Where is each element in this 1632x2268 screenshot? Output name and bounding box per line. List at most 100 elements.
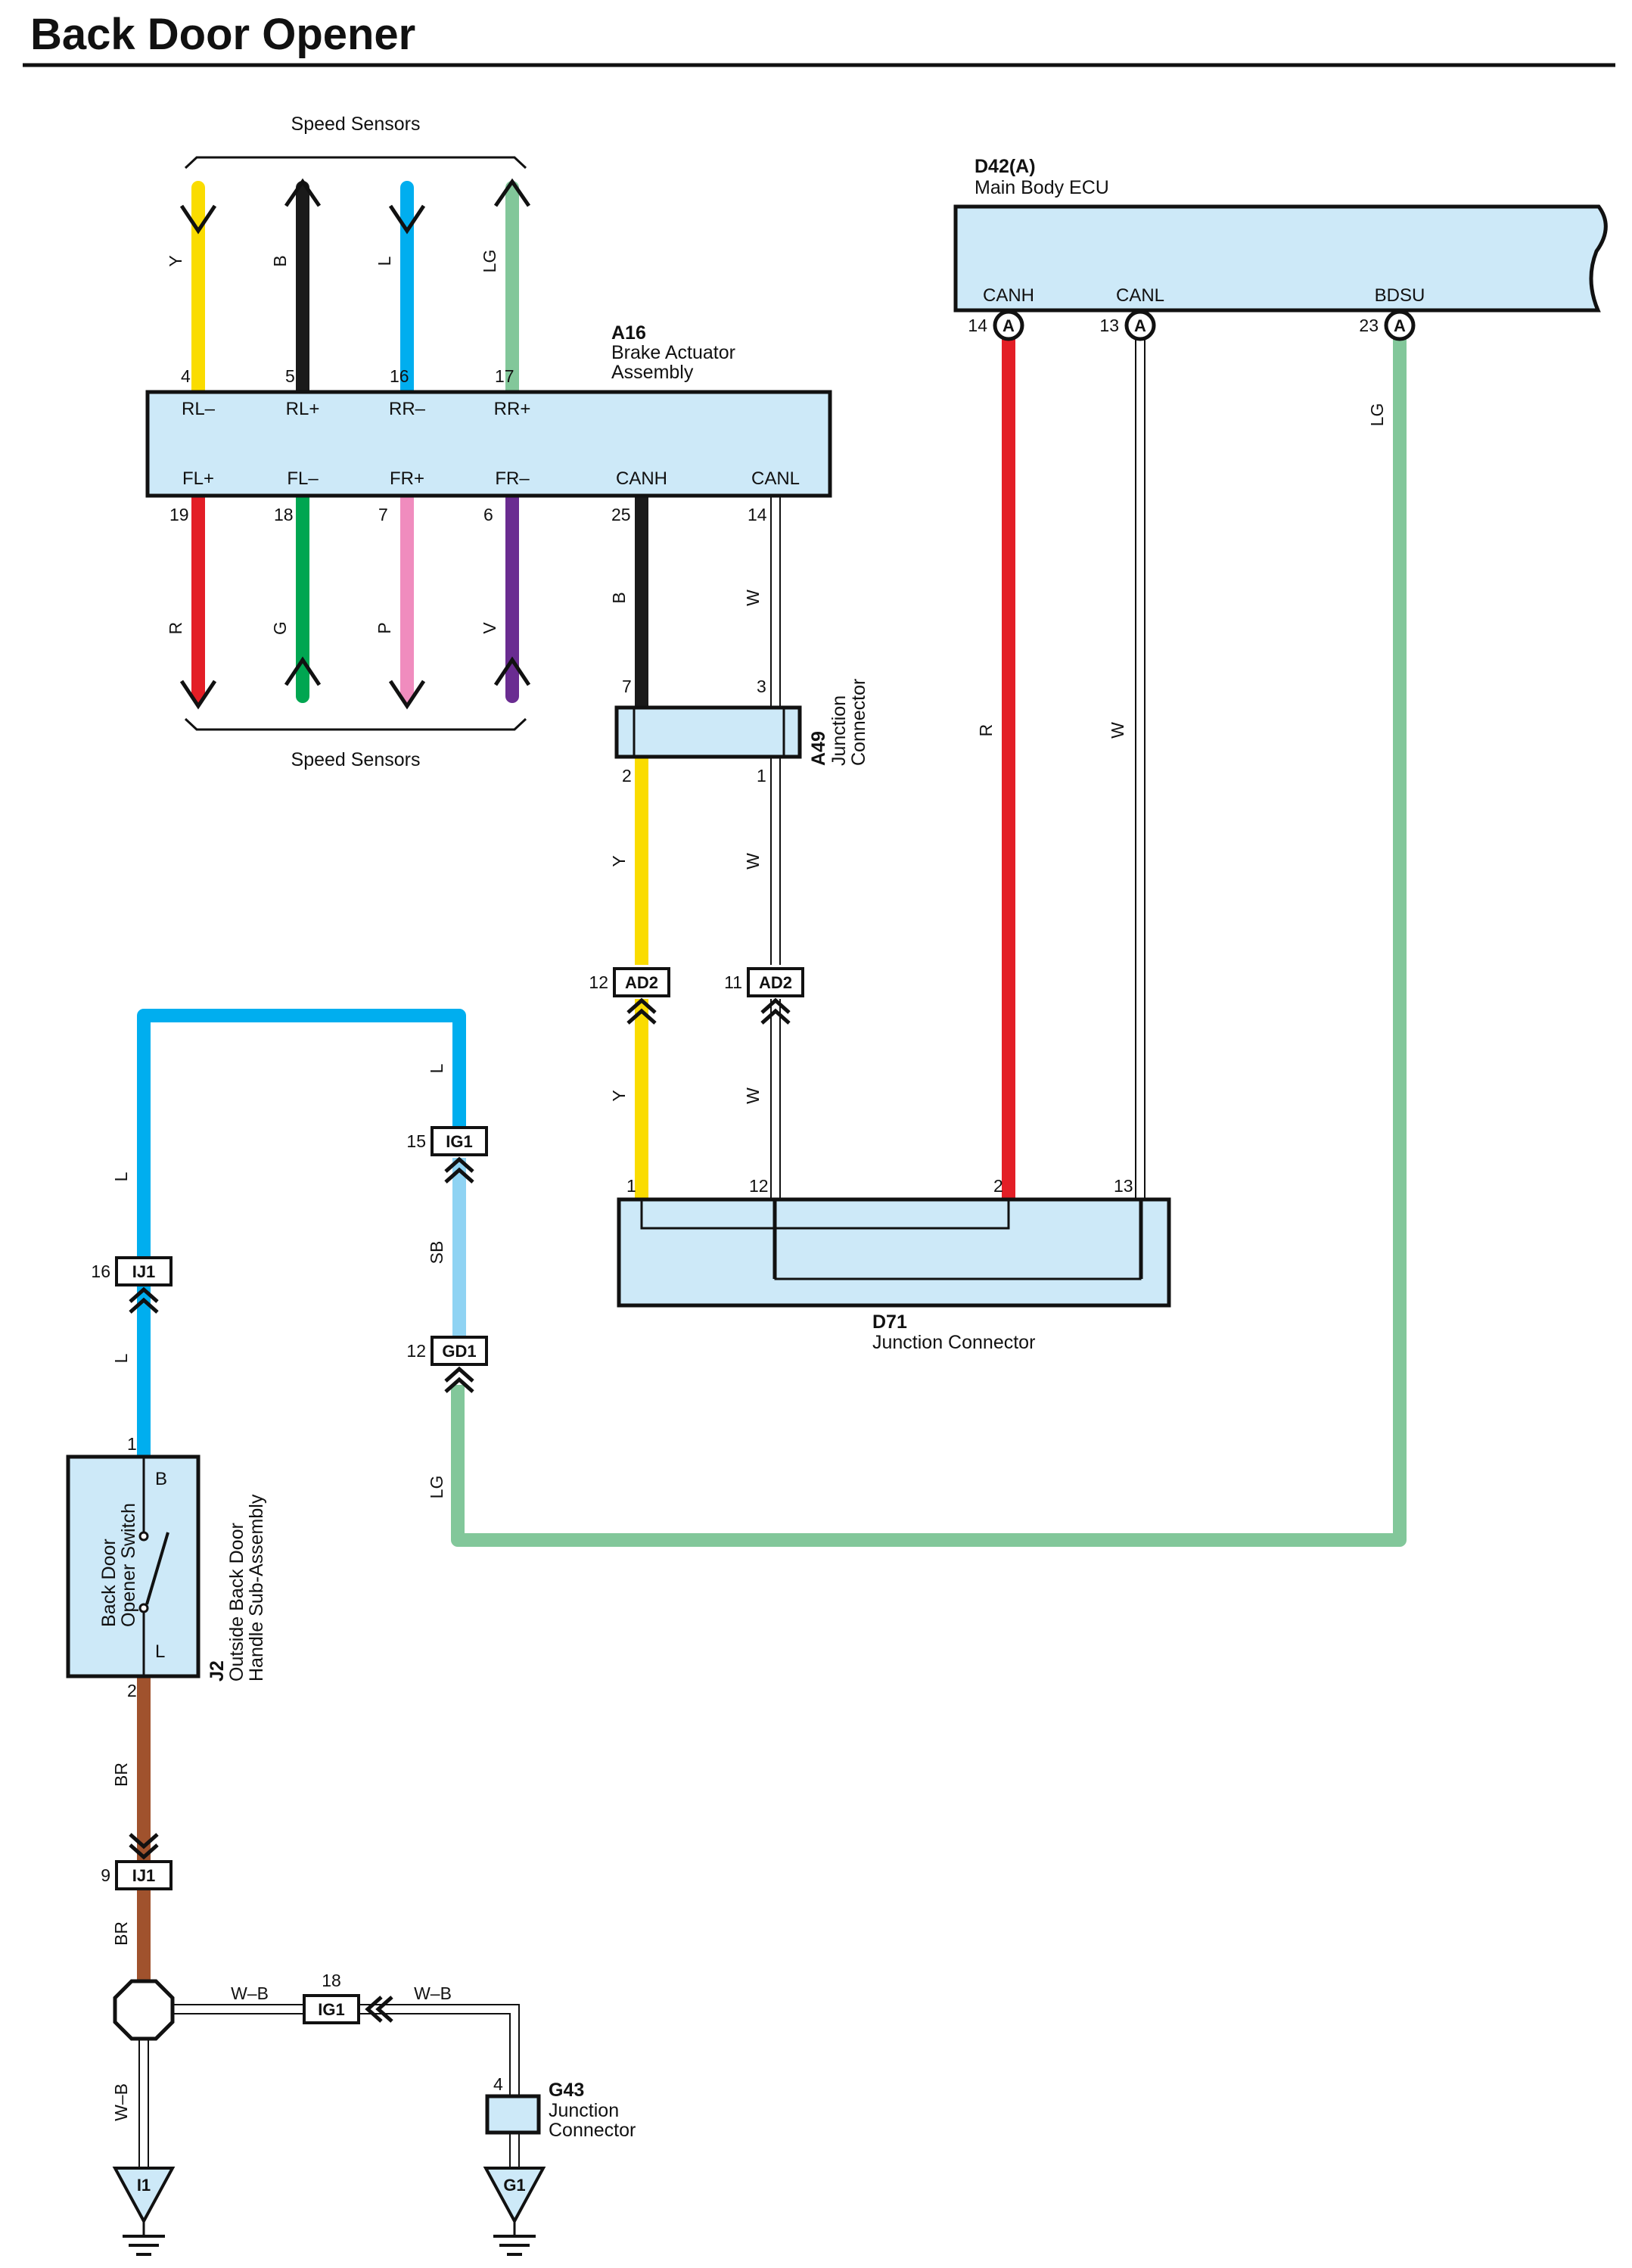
inline-connector-id-0: AD2 [625, 973, 658, 992]
a16-bottom-terminal-4: CANH [616, 468, 667, 489]
a16-bottom-pin-1: 18 [274, 505, 294, 524]
j2-terminal-l: L [155, 1641, 165, 1662]
wire-wb-horizontal [173, 2005, 518, 2096]
j2-outside-back-door-handle-box [66, 1454, 201, 1678]
arrow-down-0 [179, 204, 217, 235]
inline-connector-box-6 [303, 1994, 360, 2024]
wire-code-l-ij1-bot: L [111, 1353, 131, 1363]
wire-code-top-0: Y [166, 255, 185, 266]
d42-main-body-ecu-box [953, 204, 1608, 313]
inline-connector-chevron-b-5 [129, 1843, 159, 1860]
inline-connector-chevron-a-5 [129, 1833, 159, 1850]
inline-connector-chevron-a-0 [626, 997, 657, 1014]
inline-connector-chevron-b-0 [626, 1008, 657, 1025]
inline-connector-chevron-a-6 [365, 1996, 383, 2023]
wire-code-l-top: L [427, 1063, 446, 1073]
wire-code-b-canh: B [609, 592, 629, 603]
a16-canh-pin: 25 [611, 505, 631, 524]
wire-code-lg-gd1: LG [427, 1476, 446, 1499]
a16-code: A16 [611, 322, 646, 344]
g43-code: G43 [549, 2080, 584, 2101]
a49-junction-connector-box [614, 705, 802, 759]
d71-internal-canh-bus [640, 1199, 1010, 1230]
d42-conn-letter-2: A [1394, 316, 1406, 335]
inline-connector-pin-1: 11 [724, 972, 742, 992]
a49-code: A49 [808, 731, 829, 766]
j2-switch-contact-top [138, 1531, 149, 1542]
a16-name-line2: Assembly [611, 362, 694, 383]
page-title: Back Door Opener [30, 10, 415, 59]
inline-connector-box-5 [115, 1860, 173, 1890]
a49-pin-out-canh: 2 [622, 766, 632, 786]
a16-bottom-terminal-3: FR– [495, 468, 530, 489]
d42-pin-0: 14 [968, 316, 987, 335]
d42-name: Main Body ECU [975, 177, 1109, 198]
d42-conn-circle-0 [993, 310, 1024, 341]
wire-code-top-1: B [270, 255, 290, 266]
a16-bottom-pin-0: 19 [169, 505, 189, 524]
arrow-up-b-1 [284, 656, 322, 686]
inline-connector-chevron-a-4 [444, 1366, 474, 1383]
a16-bottom-pin-3: 6 [483, 505, 493, 524]
d71-pin-1: 1 [626, 1176, 636, 1196]
a16-top-pin-2: 16 [390, 366, 409, 386]
j2-pin-bottom: 2 [127, 1681, 137, 1700]
inline-connector-id-2: IG1 [446, 1132, 472, 1151]
a16-bottom-terminal-2: FR+ [390, 468, 424, 489]
inline-connector-chevron-b-1 [760, 1008, 791, 1025]
wire-code-r-ecu: R [976, 724, 996, 737]
d42-pin-2: 23 [1359, 316, 1379, 335]
j2-name-line2: Handle Sub-Assembly [246, 1494, 267, 1682]
wire-code-bottom-2: P [375, 622, 394, 633]
a49-pin-in-canl: 3 [757, 677, 766, 696]
j2-switch-contact-bottom [138, 1603, 149, 1613]
j2-terminal-b: B [155, 1469, 167, 1489]
wire-code-l-ij1-top: L [111, 1171, 131, 1181]
wire-code-sb: SB [427, 1241, 446, 1265]
j2-inner-line2: Opener Switch [118, 1503, 139, 1627]
d71-pin-2: 2 [993, 1176, 1003, 1196]
wire-code-br-bot: BR [111, 1921, 131, 1946]
d71-name: Junction Connector [872, 1332, 1035, 1353]
ground-g1: G1 [483, 2167, 546, 2256]
d42-conn-circle-2 [1384, 310, 1416, 341]
inline-connector-pin-5: 9 [101, 1865, 110, 1885]
inline-connector-chevron-b-6 [375, 1996, 393, 2023]
inline-connector-id-4: GD1 [442, 1342, 476, 1361]
a16-name-line1: Brake Actuator [611, 342, 735, 363]
d42-terminal-0: CANH [983, 285, 1034, 306]
d42-pin-1: 13 [1099, 316, 1119, 335]
wire-code-bottom-3: V [480, 622, 499, 634]
a16-terminal-2: RR– [389, 399, 426, 419]
a49-name-line2: Connector [848, 679, 869, 766]
wire-code-wb-right: W–B [414, 1983, 452, 2003]
wire-code-bottom-0: R [166, 622, 185, 635]
inline-connector-box-0 [613, 967, 670, 997]
inline-connector-pin-6: 18 [322, 1971, 341, 1990]
inline-connector-box-2 [431, 1126, 488, 1156]
a16-terminal-0: RL– [182, 399, 216, 419]
d71-pin-12: 12 [749, 1176, 769, 1196]
ground-splice-point [113, 1979, 175, 2041]
speed-sensors-label-bottom: Speed Sensors [291, 749, 421, 770]
wire-code-w-canl: W [743, 590, 763, 606]
a16-top-pin-1: 5 [285, 366, 295, 386]
a16-top-pin-0: 4 [181, 366, 191, 386]
a16-bottom-terminal-1: FL– [287, 468, 319, 489]
a16-bottom-terminal-5: CANL [751, 468, 800, 489]
arrow-down-2 [388, 204, 426, 235]
d42-conn-circle-1 [1124, 310, 1156, 341]
ground-g1-triangle [483, 2167, 546, 2225]
wire-code-y-ad2-d71: Y [609, 1090, 629, 1101]
j2-inner-line1: Back Door [98, 1538, 120, 1627]
wire-code-top-3: LG [480, 250, 499, 273]
g43-pin: 4 [493, 2074, 503, 2094]
